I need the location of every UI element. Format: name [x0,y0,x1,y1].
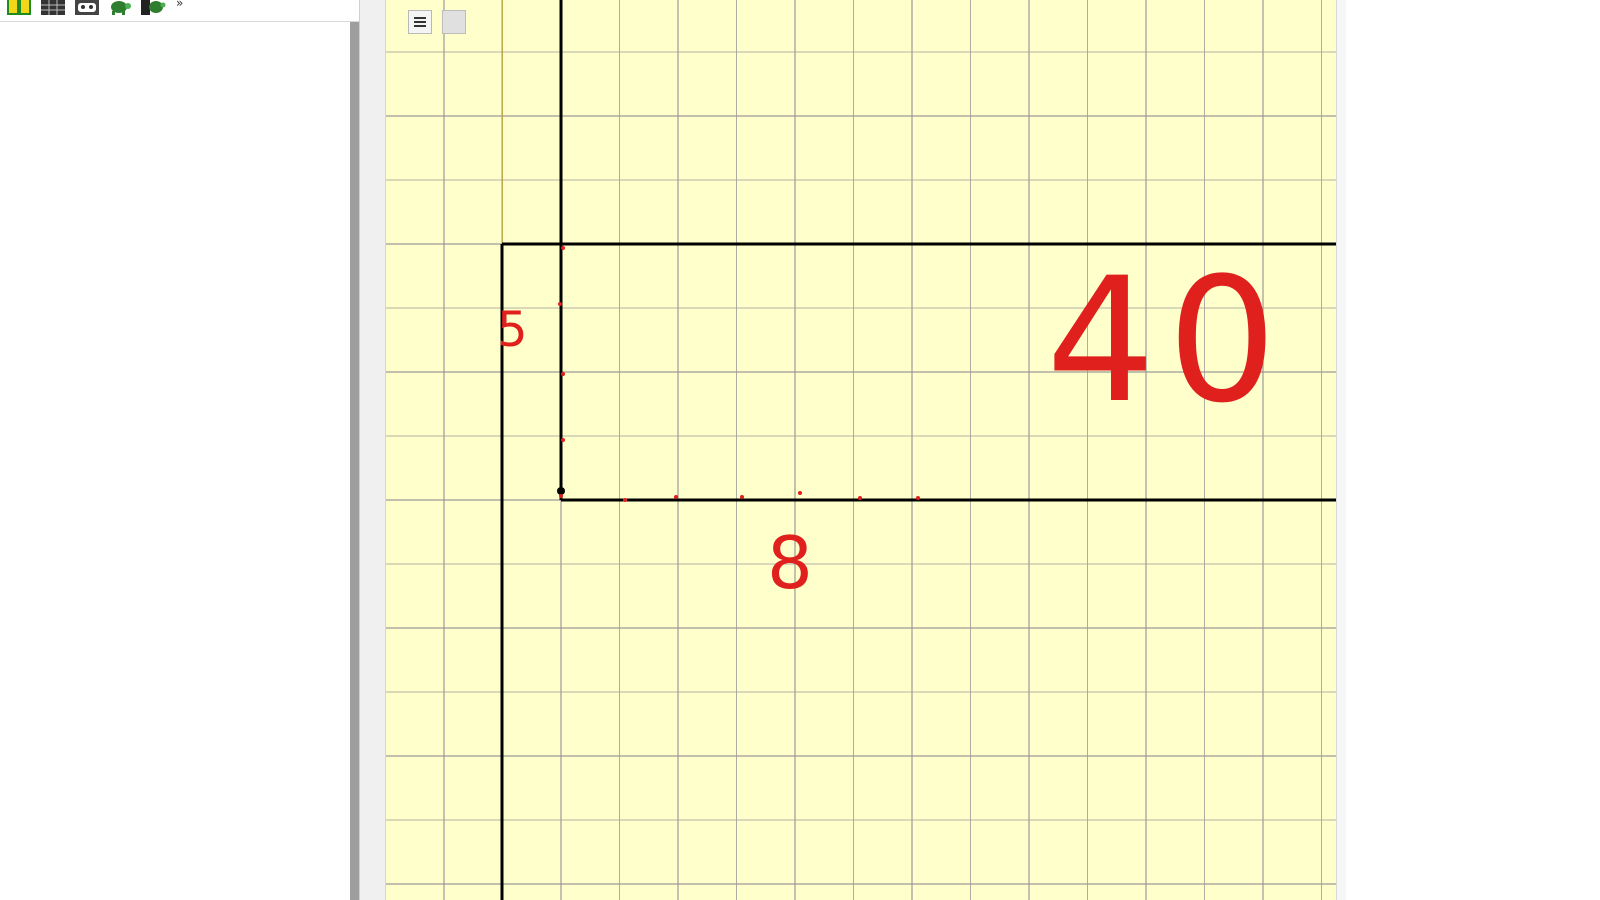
graphics-view-border [1336,0,1346,900]
polygon-shape[interactable] [500,0,1336,900]
algebra-sidebar: » [0,0,362,900]
graphics-menu-button[interactable] [408,10,432,34]
handwritten-area-label: 40 [1046,240,1289,441]
toolbar: » [0,0,362,22]
style-bar-toggle-button[interactable] [442,10,466,34]
graphics-view[interactable]: 5 8 40 [386,0,1336,900]
empty-area [1346,0,1600,900]
graphics-canvas[interactable]: 5 8 40 [386,0,1336,900]
handwritten-height-label: 5 [497,302,528,358]
toolbar-more-button[interactable]: » [176,0,184,10]
algebra-view[interactable] [0,22,353,900]
sidebar-scrollbar[interactable] [350,22,359,900]
unit-marks [558,246,920,502]
turtle-icon[interactable] [106,0,132,17]
panel-splitter[interactable] [359,0,386,900]
window-layout-icon[interactable] [6,0,32,17]
point-vertex[interactable] [557,487,565,495]
coordinate-grid [386,0,1336,900]
turtle-export-icon[interactable] [140,0,166,17]
grid-layout-icon[interactable] [40,0,66,17]
handwritten-width-label: 8 [767,521,813,605]
gamepad-icon[interactable] [74,0,100,17]
menu-icon [414,17,426,27]
